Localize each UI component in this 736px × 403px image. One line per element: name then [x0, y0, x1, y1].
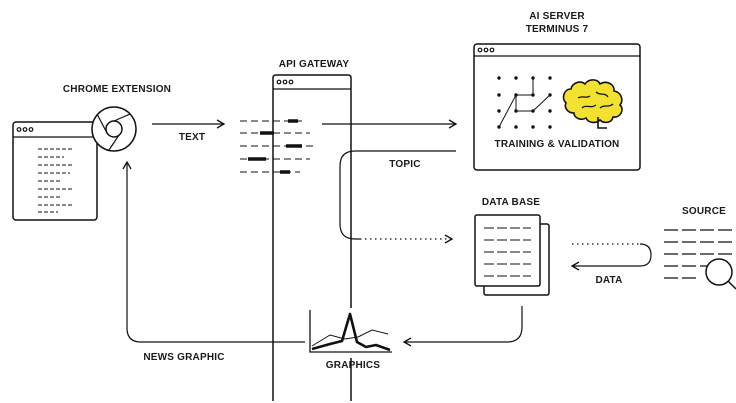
- api-gateway-column: [272, 74, 352, 401]
- source-text-lines-icon: [664, 229, 736, 279]
- network-graph-icon: [497, 76, 552, 129]
- chrome-extension-label: CHROME EXTENSION: [63, 84, 171, 95]
- text-edge-label: TEXT: [179, 132, 205, 143]
- training-validation-label: TRAINING & VALIDATION: [495, 139, 620, 150]
- ai-server-subtitle: TERMINUS 7: [526, 24, 589, 35]
- ai-server-title: AI SERVER: [529, 11, 585, 22]
- api-gateway-label: API GATEWAY: [279, 59, 350, 70]
- database-icon: [474, 214, 550, 296]
- database-to-graphics-arrow: [402, 306, 523, 347]
- brain-icon: [562, 79, 623, 129]
- topic-edge-label: TOPIC: [389, 159, 420, 170]
- gateway-data-rows-icon: [240, 119, 316, 174]
- chrome-extension-window: [12, 121, 98, 221]
- topic-line: [339, 150, 456, 240]
- news-graphic-arrow: [122, 160, 305, 343]
- data-arrow: [570, 243, 652, 271]
- news-graphic-edge-label: NEWS GRAPHIC: [143, 352, 224, 363]
- data-edge-label: DATA: [595, 275, 622, 286]
- graphics-label: GRAPHICS: [326, 360, 381, 371]
- magnifier-icon: [705, 258, 736, 290]
- ai-server-window: [473, 43, 641, 171]
- source-label: SOURCE: [682, 206, 726, 217]
- chrome-logo-icon: [91, 106, 137, 152]
- page-text-lines-icon: [38, 148, 74, 213]
- database-label: DATA BASE: [482, 197, 540, 208]
- spike-chart-icon: [308, 308, 394, 358]
